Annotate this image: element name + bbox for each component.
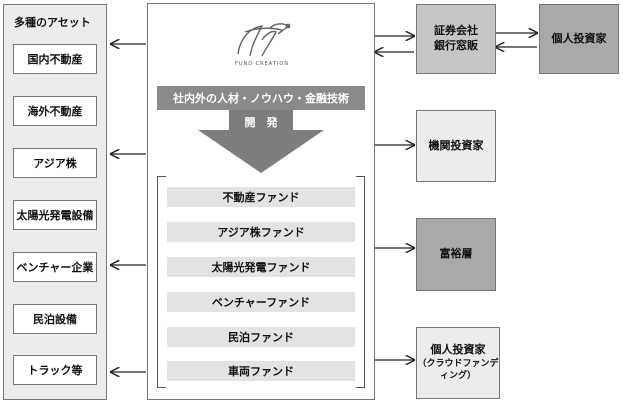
fund-real-estate: 不動産ファンド — [167, 187, 355, 207]
bank-counter-label: 銀行窓販 — [434, 39, 478, 52]
asset-solar-equipment: 太陽光発電設備 — [13, 200, 97, 230]
fund-minpaku: 民泊ファンド — [167, 327, 355, 347]
fund-solar: 太陽光発電ファンド — [167, 257, 355, 277]
development-label: 開 発 — [244, 116, 278, 129]
institutional-investor-box: 機関投資家 — [416, 110, 496, 182]
asset-minpaku-equipment: 民泊設備 — [13, 304, 97, 334]
asset-domestic-real-estate: 国内不動産 — [13, 44, 97, 74]
asset-panel-title: 多種のアセット — [14, 16, 91, 29]
crowd-investor-label: 個人投資家 — [430, 343, 486, 357]
fund-vehicles: 車両ファンド — [167, 361, 355, 381]
asset-overseas-real-estate: 海外不動産 — [13, 96, 97, 126]
wealthy-box: 富裕層 — [416, 218, 496, 291]
securities-label: 証券会社 — [434, 24, 478, 38]
fund-bracket — [157, 176, 365, 388]
crowdfunding-investor-box: 個人投資家 （クラウドファンディング） — [416, 327, 500, 399]
asset-trucks: トラック等 — [13, 355, 97, 385]
fund-asia-stocks: アジア株ファンド — [167, 222, 355, 242]
individual-investor-box: 個人投資家 — [539, 4, 619, 74]
resources-banner: 社内外の人材・ノウハウ・金融技術 — [157, 86, 365, 110]
securities-bank-box: 証券会社 銀行窓販 — [416, 4, 496, 74]
fund-venture: ベンチャーファンド — [167, 292, 355, 312]
asset-venture-companies: ベンチャー企業 — [13, 252, 97, 282]
crowdfunding-label: （クラウドファンディング） — [417, 359, 499, 382]
asset-asia-stocks: アジア株 — [13, 148, 97, 178]
logo-text: FUND CREATION — [234, 61, 290, 67]
